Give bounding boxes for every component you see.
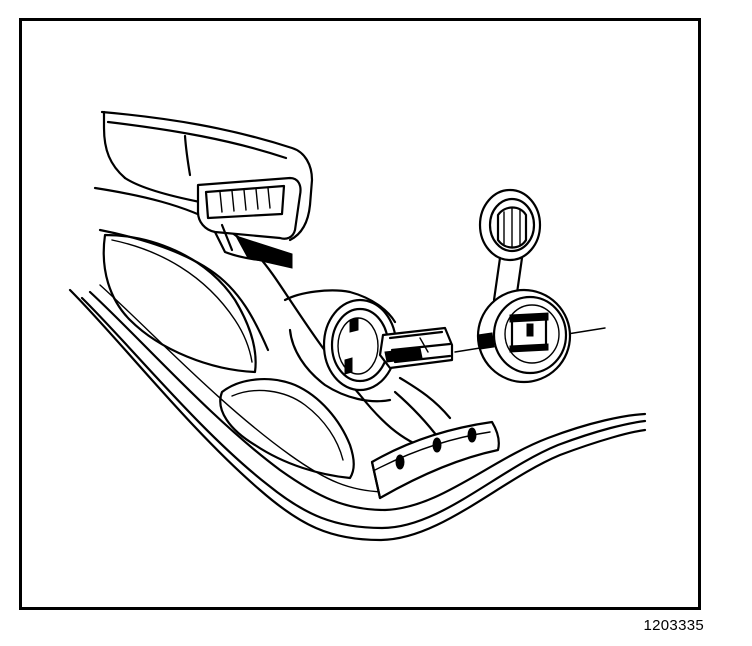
figure-id-label: 1203335 <box>643 617 704 634</box>
trim-bezel <box>370 420 500 500</box>
console-body <box>93 110 452 480</box>
wiring-connector <box>378 326 454 370</box>
latch-assembly <box>196 176 302 269</box>
power-outlet <box>476 188 572 384</box>
console-socket <box>322 298 398 392</box>
console-trim-panel <box>68 284 647 542</box>
